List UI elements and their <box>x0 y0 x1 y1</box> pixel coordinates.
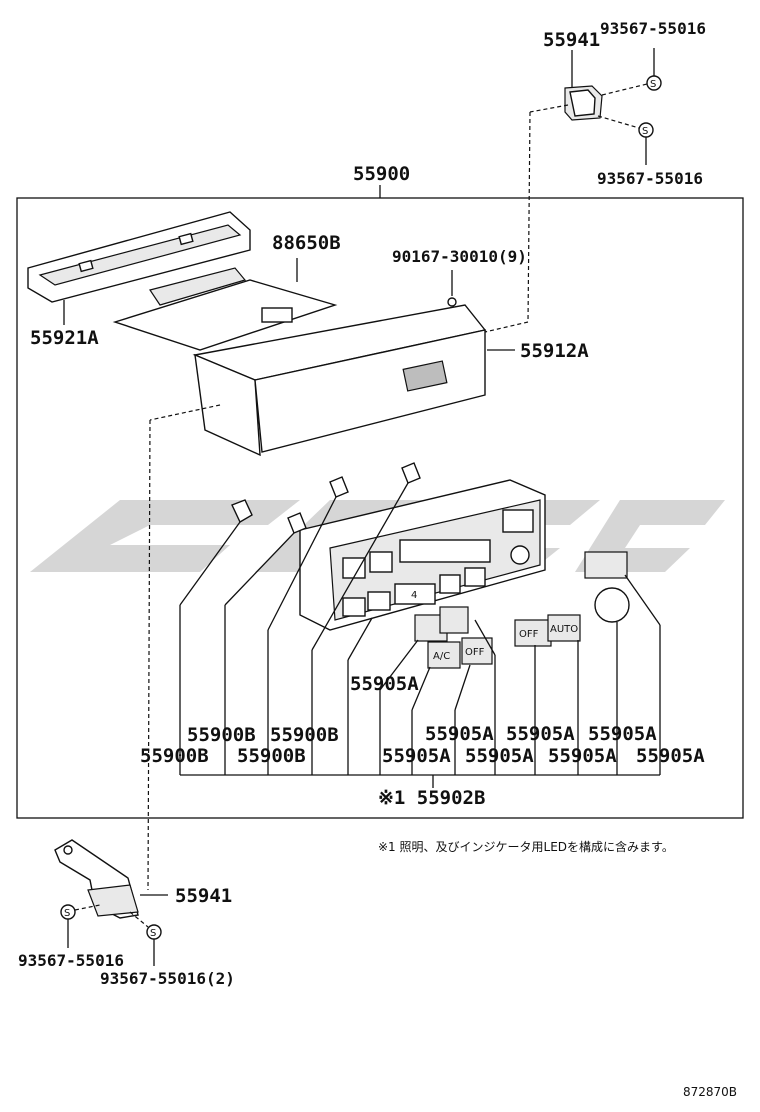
label-knob-3: 55905A <box>506 723 575 745</box>
label-bracket-left: 55921A <box>30 327 99 349</box>
label-knob-6: 55905A <box>465 745 534 767</box>
bulb-1 <box>179 499 253 775</box>
top-dashed-to-panel <box>484 321 529 333</box>
top-screw-a: S <box>601 48 662 96</box>
label-screw-bottom-a: 93567-55016 <box>18 951 124 970</box>
bulb-4 <box>311 462 421 775</box>
knob-buttons: A/C OFF OFF AUTO <box>414 551 630 669</box>
svg-text:OFF: OFF <box>465 647 485 658</box>
label-bulb-4: 55900B <box>237 745 306 767</box>
label-screw-bottom-b: 93567-55016(2) <box>100 969 235 988</box>
svg-text:A/C: A/C <box>433 651 450 662</box>
panel-unit-part <box>192 304 515 457</box>
label-screw-top-a: 93567-55016 <box>600 19 706 38</box>
small-screw-part <box>447 270 457 307</box>
top-dashed-vertical <box>527 111 531 323</box>
left-dashed-vertical <box>147 419 151 891</box>
reference-code: 872870B <box>683 1085 737 1099</box>
svg-text:S: S <box>642 126 648 137</box>
label-screw-small: 90167-30010(9) <box>392 247 527 266</box>
label-panel: 55912A <box>520 340 589 362</box>
svg-text:OFF: OFF <box>519 629 539 640</box>
bottom-screw-a: S <box>60 904 101 948</box>
label-knob-5: 55905A <box>382 745 451 767</box>
label-bulb-2: 55900B <box>270 724 339 746</box>
bulb-3 <box>267 476 349 775</box>
svg-text:AUTO: AUTO <box>550 624 578 635</box>
wire-cover-part <box>112 258 338 351</box>
bottom-bracket-part <box>54 839 168 919</box>
footnote: ※1 照明、及びインジケータ用LEDを構成に含みます。 <box>378 839 674 854</box>
svg-text:S: S <box>650 79 656 90</box>
label-bracket-top: 55941 <box>543 29 600 51</box>
label-knob-4: 55905A <box>588 723 657 745</box>
label-wire-cover: 88650B <box>272 232 341 254</box>
bulb-2 <box>224 512 307 775</box>
top-bracket-dashed-guide <box>529 104 569 113</box>
label-bulb-3: 55900B <box>140 745 209 767</box>
label-screw-top-b: 93567-55016 <box>597 169 703 188</box>
label-bulb-1: 55900B <box>187 724 256 746</box>
knob-leaders <box>347 574 661 775</box>
top-screw-b: S <box>597 115 654 165</box>
top-bracket-part <box>564 50 603 121</box>
label-knob-8: 55905A <box>636 745 705 767</box>
label-bracket-bottom: 55941 <box>175 885 232 907</box>
label-knob-1: 55905A <box>350 673 419 695</box>
svg-text:4: 4 <box>411 590 417 601</box>
svg-text:S: S <box>64 908 70 919</box>
label-control-unit: ※1 55902B <box>378 787 485 809</box>
svg-text:S: S <box>150 928 156 939</box>
left-dashed-guide <box>149 404 221 421</box>
label-assembly: 55900 <box>353 163 410 185</box>
label-knob-7: 55905A <box>548 745 617 767</box>
left-bracket-part <box>27 211 251 325</box>
control-unit-part: 4 <box>299 479 546 631</box>
label-knob-2: 55905A <box>425 723 494 745</box>
bottom-screw-b: S <box>129 911 162 966</box>
